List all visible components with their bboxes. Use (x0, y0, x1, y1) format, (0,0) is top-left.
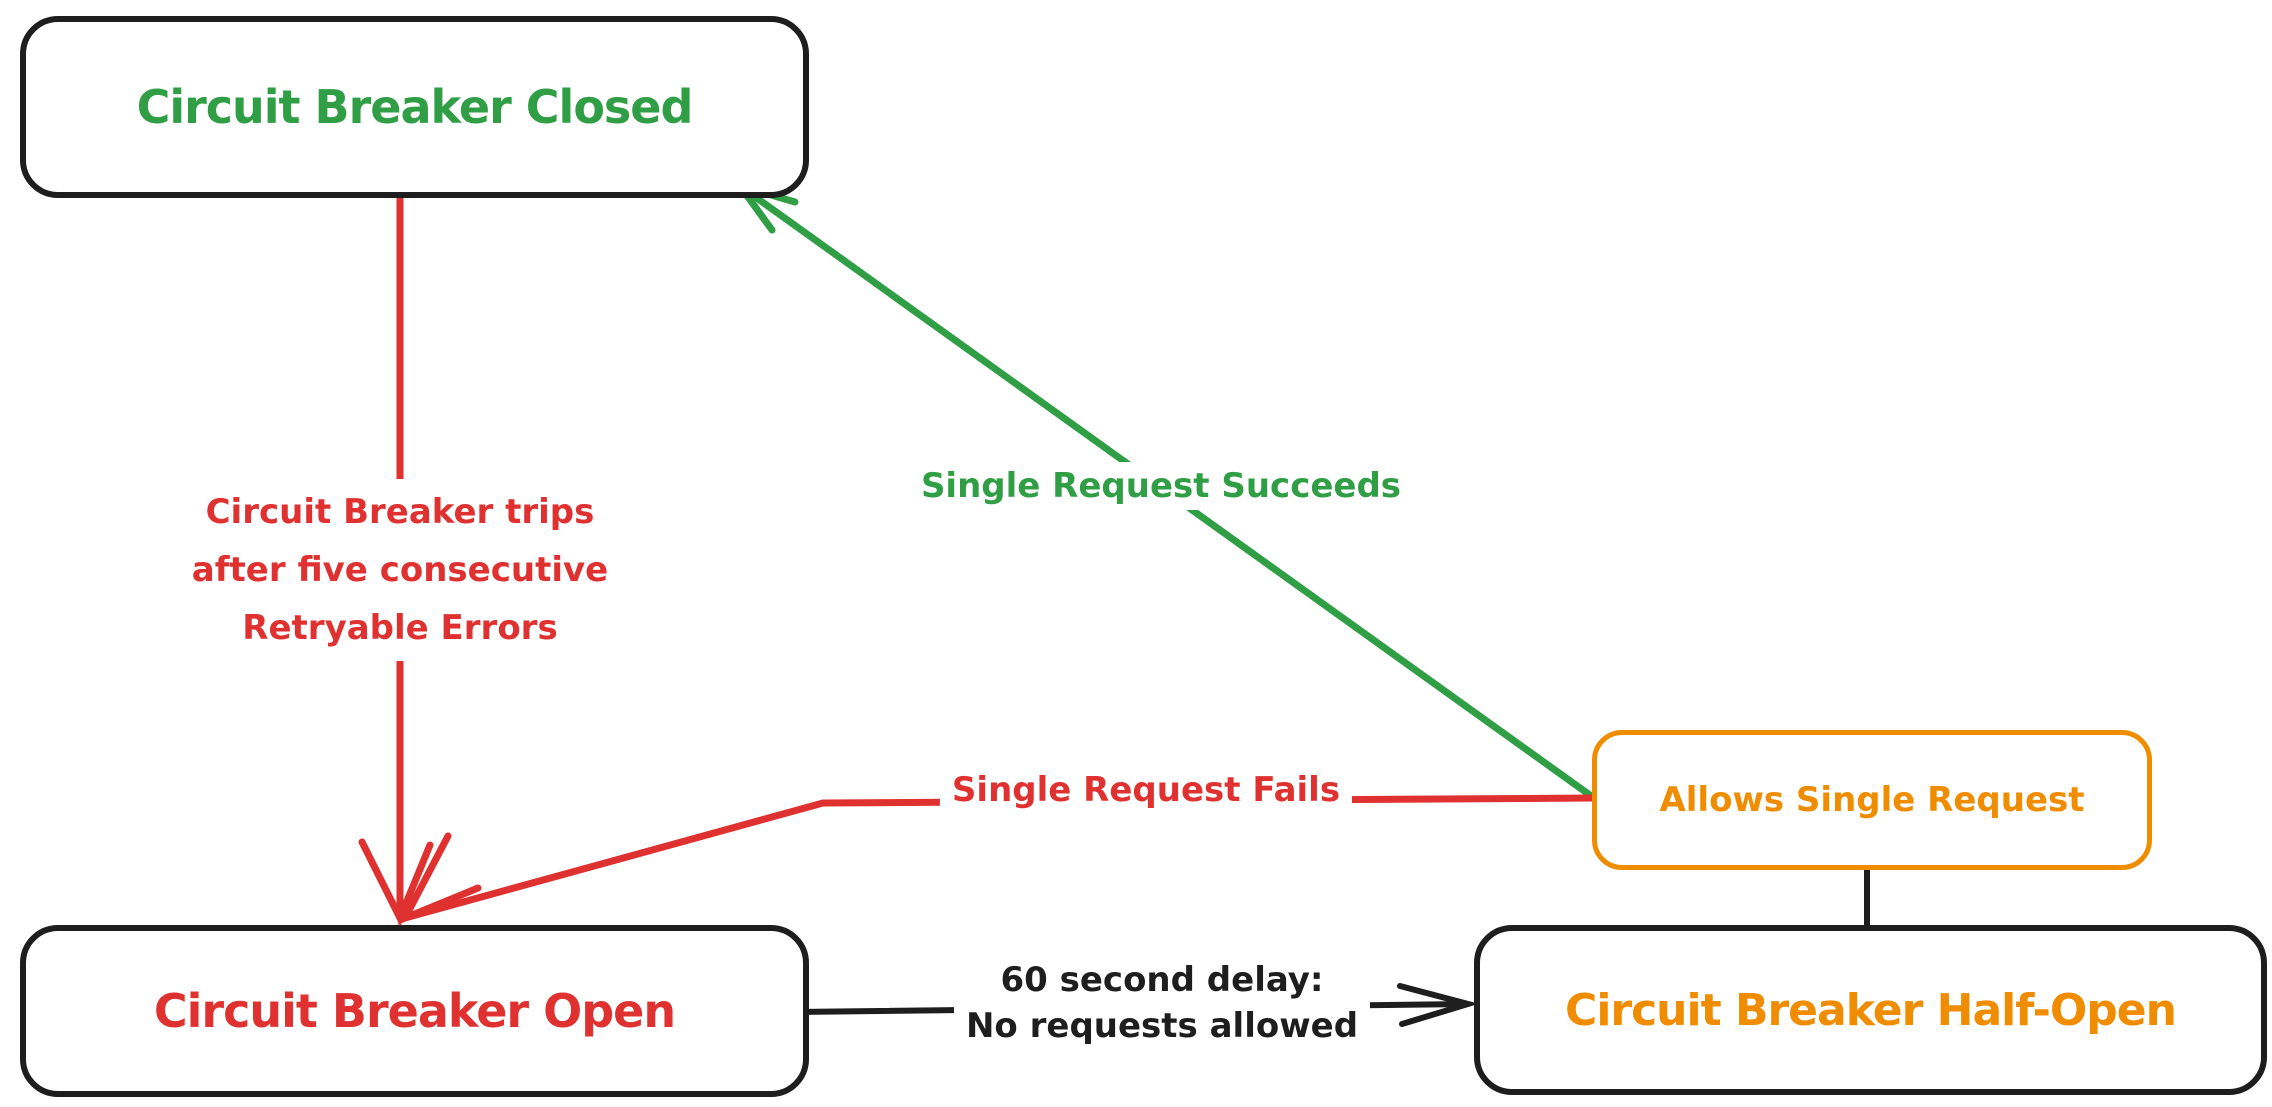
edge-label-trips: Circuit Breaker trips after five consecu… (179, 479, 621, 661)
node-closed-label: Circuit Breaker Closed (136, 80, 694, 134)
edge-fails-arrow (397, 794, 1598, 925)
node-circuit-breaker-closed: Circuit Breaker Closed (20, 16, 809, 198)
edge-label-fails: Single Request Fails (939, 766, 1353, 814)
node-allows-label: Allows Single Request (1659, 780, 2085, 820)
edge-label-delay-line2: No requests allowed (965, 1006, 1359, 1046)
edge-label-delay-line1: 60 second delay: (1000, 960, 1324, 1000)
edge-label-succeeds: Single Request Succeeds (908, 462, 1414, 510)
node-circuit-breaker-half-open: Circuit Breaker Half-Open (1474, 925, 2267, 1095)
edge-label-trips-line3: Retryable Errors (242, 608, 558, 648)
node-allows-single-request: Allows Single Request (1592, 730, 2152, 870)
edge-label-trips-line1: Circuit Breaker trips (205, 492, 595, 532)
node-circuit-breaker-open: Circuit Breaker Open (20, 925, 809, 1097)
edge-label-trips-line2: after five consecutive (191, 550, 609, 590)
node-open-label: Circuit Breaker Open (153, 984, 676, 1038)
node-half-open-label: Circuit Breaker Half-Open (1565, 984, 2177, 1036)
edge-label-delay: 60 second delay: No requests allowed (953, 953, 1371, 1053)
